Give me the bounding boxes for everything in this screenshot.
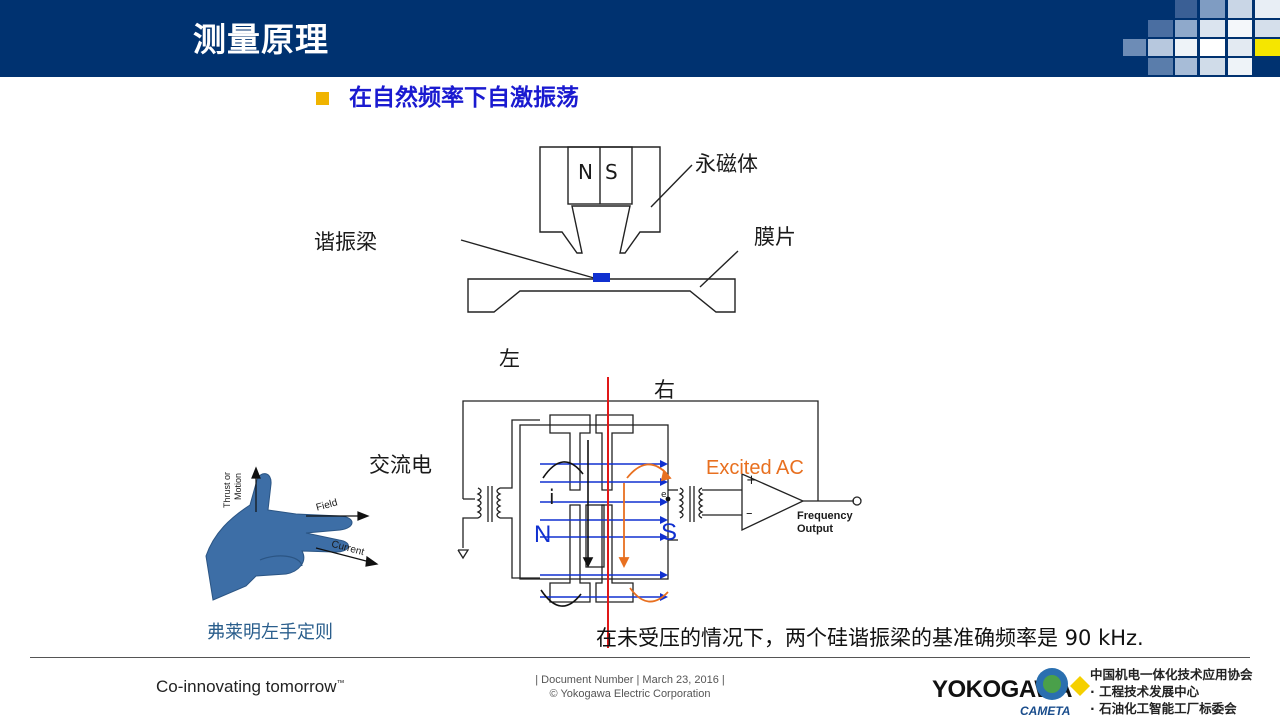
resonant-beam <box>593 273 610 282</box>
trademark-mark: ™ <box>336 678 345 688</box>
bullet-square-icon <box>316 91 329 105</box>
magnet-yoke <box>539 146 661 254</box>
header-bar <box>0 0 1280 77</box>
fleming-rule-caption: 弗莱明左手定则 <box>207 622 333 643</box>
pole-n-label: N <box>534 521 552 548</box>
current-i-label: i <box>549 485 555 509</box>
ac-label: 交流电 <box>369 453 432 477</box>
right-label: 右 <box>654 378 675 402</box>
copyright-line: © Yokogawa Electric Corporation <box>549 688 711 700</box>
document-info: | Document Number | March 23, 2016 | © Y… <box>520 673 740 701</box>
e-label: e <box>661 490 667 500</box>
cameta-text: CAMETA <box>1020 704 1071 718</box>
frequency-output-label-2: Output <box>797 523 834 535</box>
left-label: 左 <box>499 347 520 371</box>
resonant-beam-label: 谐振梁 <box>314 230 377 254</box>
assoc-line-2: · 工程技术发展中心 <box>1090 684 1200 699</box>
diaphragm-label: 膜片 <box>754 225 796 249</box>
left-hand-illustration <box>205 466 379 601</box>
op-plus-label: + <box>746 473 757 488</box>
op-amp <box>741 473 805 532</box>
page-title: 测量原理 <box>193 20 329 59</box>
frequency-output-label-1: Frequency <box>797 510 853 522</box>
association-info: 中国机电一体化技术应用协会 · 工程技术发展中心 · 石油化工智能工厂标委会 <box>1090 666 1253 717</box>
excited-ac-label: Excited AC <box>706 457 804 479</box>
op-minus-label: – <box>746 506 753 521</box>
header-mosaic <box>1123 0 1280 75</box>
pole-s-label: S <box>661 519 678 546</box>
doc-number-line: | Document Number | March 23, 2016 | <box>535 674 725 686</box>
assoc-line-1: 中国机电一体化技术应用协会 <box>1090 667 1253 682</box>
diaphragm <box>467 278 736 313</box>
assoc-line-3: · 石油化工智能工厂标委会 <box>1090 701 1237 716</box>
motion-label: Motion <box>233 472 243 500</box>
tagline-text: Co-innovating tomorrow <box>156 677 337 696</box>
footer-tagline: Co-innovating tomorrow™ <box>156 677 344 697</box>
thrust-label: Thrust or <box>222 471 232 508</box>
permanent-magnet-label: 永磁体 <box>695 152 758 176</box>
magnet-n-label: N <box>578 160 593 184</box>
footer-divider <box>30 657 1250 658</box>
bullet-heading: 在自然频率下自激振荡 <box>316 82 579 114</box>
frequency-note: 在未受压的情况下，两个硅谐振梁的基准确频率是 90 kHz. <box>596 626 1144 650</box>
magnet-s-label: S <box>605 160 618 184</box>
cameta-logo-icon <box>1036 668 1090 700</box>
bullet-text: 在自然频率下自激振荡 <box>349 85 579 111</box>
